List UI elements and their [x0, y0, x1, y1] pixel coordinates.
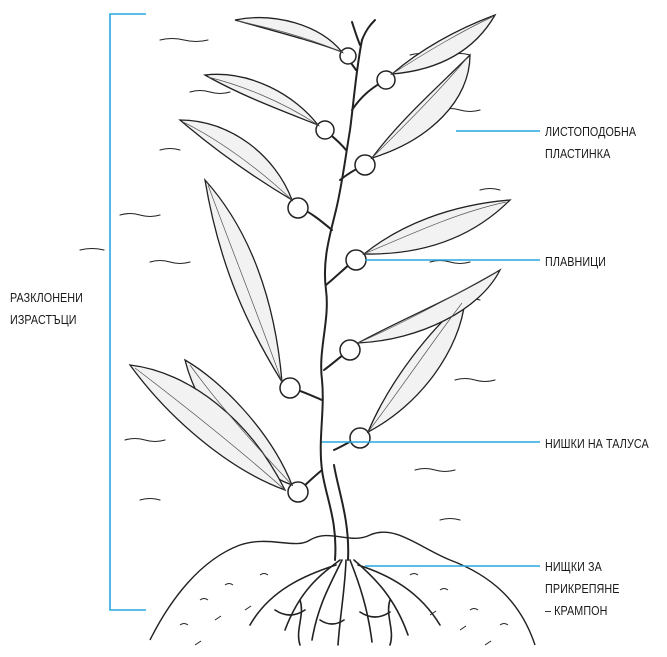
- label-floats: ПЛАВНИЦИ: [545, 251, 606, 273]
- branched-outgrowths-bracket: [110, 14, 146, 610]
- stipe: [290, 20, 385, 560]
- holdfast-roots: [250, 560, 440, 645]
- label-holdfast: НИЩКИ ЗА ПРИКРЕПЯНЕ – КРАМПОН: [545, 556, 620, 622]
- label-line: РАЗКЛОНЕНИ: [10, 287, 83, 309]
- label-thallus-threads: НИШКИ НА ТАЛУСА: [545, 433, 649, 455]
- blades: [130, 15, 510, 490]
- label-branched-outgrowths: РАЗКЛОНЕНИ ИЗРАСТЪЦИ: [10, 287, 83, 331]
- leader-lines: [110, 14, 540, 610]
- label-line: ИЗРАСТЪЦИ: [10, 309, 83, 331]
- label-leaf-like-blade: ЛИСТОПОДОБНА ПЛАСТИНКА: [545, 121, 636, 165]
- label-line: ПЛАВНИЦИ: [545, 251, 606, 273]
- label-line: – КРАМПОН: [545, 600, 620, 622]
- label-line: ПЛАСТИНКА: [545, 143, 636, 165]
- label-line: НИШКИ НА ТАЛУСА: [545, 433, 649, 455]
- label-line: ПРИКРЕПЯНЕ: [545, 578, 620, 600]
- label-line: ЛИСТОПОДОБНА: [545, 121, 636, 143]
- seabed: [150, 532, 535, 645]
- label-line: НИЩКИ ЗА: [545, 556, 620, 578]
